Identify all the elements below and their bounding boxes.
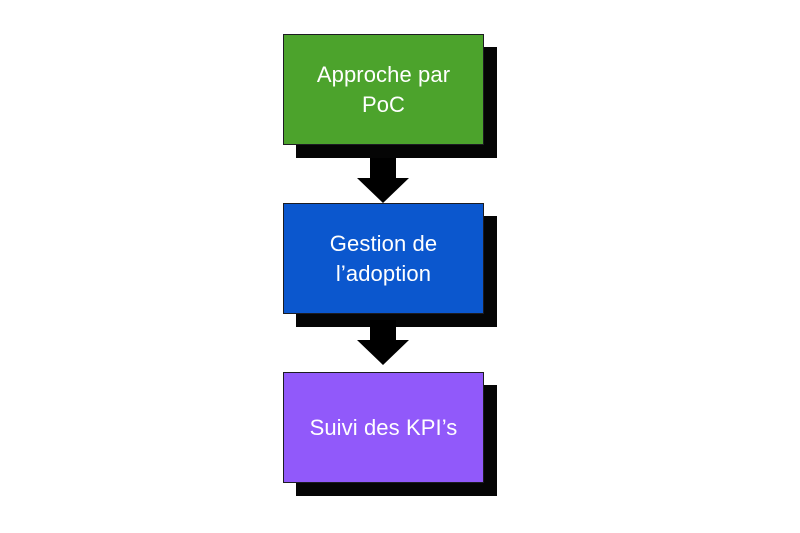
node-face[interactable]: Approche par PoC [283,34,484,145]
node-label-adoption: Gestion de l’adoption [329,230,438,286]
node-face[interactable]: Suivi des KPI’s [283,372,484,483]
node-label-kpi: Suivi des KPI’s [309,414,458,440]
arrow-shape [357,158,409,203]
node-face[interactable]: Gestion de l’adoption [283,203,484,314]
flowchart-node-poc[interactable]: Approche par PoC [283,34,497,158]
arrow-shape [357,320,409,365]
node-label-poc: Approche par PoC [316,61,451,117]
flowchart-node-kpi[interactable]: Suivi des KPI’s [283,372,497,496]
down-arrow-icon-1 [357,158,409,203]
down-arrow-icon-2 [357,320,409,365]
flowchart-node-adoption[interactable]: Gestion de l’adoption [283,203,497,327]
